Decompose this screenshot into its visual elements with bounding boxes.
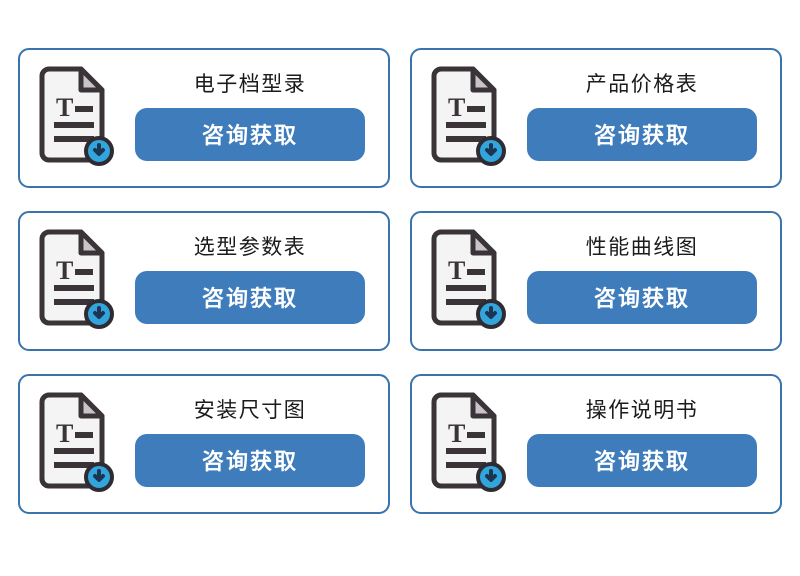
card-installation-dimension-drawing[interactable]: T 安装尺寸图 咨询获取 [18, 374, 390, 514]
svg-text:T: T [56, 419, 73, 448]
document-card-grid: T 电子档型录 咨询获取 T [18, 48, 782, 514]
svg-text:T: T [56, 256, 73, 285]
svg-text:T: T [448, 419, 465, 448]
card-electronic-catalog[interactable]: T 电子档型录 咨询获取 [18, 48, 390, 188]
card-product-price-list[interactable]: T 产品价格表 咨询获取 [410, 48, 782, 188]
document-download-icon: T [426, 392, 508, 496]
svg-text:T: T [56, 93, 73, 122]
card-selection-parameter-table[interactable]: T 选型参数表 咨询获取 [18, 211, 390, 351]
consult-button[interactable]: 咨询获取 [527, 433, 757, 487]
document-download-icon: T [34, 392, 116, 496]
card-body: 操作说明书 咨询获取 [514, 375, 770, 513]
document-download-icon: T [34, 229, 116, 333]
document-download-icon: T [34, 66, 116, 170]
svg-text:T: T [448, 256, 465, 285]
card-body: 选型参数表 咨询获取 [122, 212, 378, 350]
consult-button[interactable]: 咨询获取 [527, 107, 757, 161]
card-operation-manual[interactable]: T 操作说明书 咨询获取 [410, 374, 782, 514]
consult-button[interactable]: 咨询获取 [135, 433, 365, 487]
card-body: 产品价格表 咨询获取 [514, 49, 770, 187]
card-title: 性能曲线图 [585, 235, 699, 259]
consult-button[interactable]: 咨询获取 [135, 270, 365, 324]
card-performance-curve-chart[interactable]: T 性能曲线图 咨询获取 [410, 211, 782, 351]
svg-text:T: T [448, 93, 465, 122]
consult-button[interactable]: 咨询获取 [527, 270, 757, 324]
consult-button[interactable]: 咨询获取 [135, 107, 365, 161]
card-title: 选型参数表 [193, 235, 307, 259]
card-title: 电子档型录 [193, 72, 307, 96]
card-title: 操作说明书 [585, 398, 699, 422]
card-body: 电子档型录 咨询获取 [122, 49, 378, 187]
card-title: 安装尺寸图 [193, 398, 307, 422]
document-download-icon: T [426, 66, 508, 170]
card-body: 性能曲线图 咨询获取 [514, 212, 770, 350]
document-download-icon: T [426, 229, 508, 333]
card-body: 安装尺寸图 咨询获取 [122, 375, 378, 513]
card-title: 产品价格表 [585, 72, 699, 96]
